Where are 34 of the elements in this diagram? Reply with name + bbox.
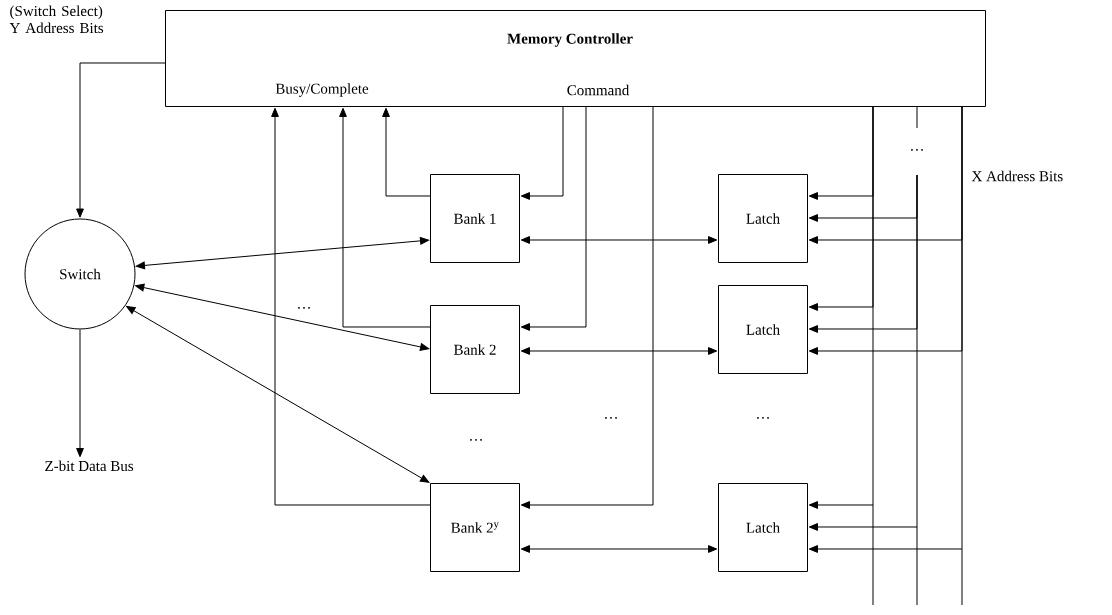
latch-box: Latch	[718, 174, 808, 263]
bank-box: Bank 2	[430, 305, 520, 394]
signal-label: X Address Bits	[971, 170, 1063, 182]
bus-label: Z-bit Data Bus	[45, 460, 134, 472]
ellipsis: …	[911, 149, 923, 151]
arrow	[808, 106, 874, 509]
latch-box: Latch	[718, 483, 808, 572]
ellipsis: …	[470, 439, 482, 441]
arrow	[135, 236, 430, 270]
arrow	[520, 106, 564, 200]
ellipsis: …	[298, 307, 310, 309]
box-title: Memory Controller	[507, 33, 633, 47]
bank-box: Bank 2$^{y}$	[430, 483, 520, 572]
arrow	[520, 545, 718, 553]
arrow	[76, 329, 84, 458]
arrow	[126, 306, 430, 483]
signal-label: Command	[567, 84, 630, 96]
arrow	[76, 62, 166, 218]
arrow	[520, 236, 718, 244]
arrow	[382, 107, 431, 197]
arrow	[520, 106, 587, 331]
latch-box: Latch	[718, 285, 808, 374]
arrow	[339, 107, 431, 328]
arrow	[271, 107, 431, 506]
arrow	[520, 106, 654, 509]
signal-label: Busy/Complete	[275, 83, 369, 97]
ellipsis: …	[605, 417, 617, 419]
signal-label: (Switch Select) Y Address Bits	[9, 5, 104, 34]
bank-box: Bank 1	[430, 174, 520, 263]
arrow	[808, 174, 918, 531]
arrow	[135, 283, 430, 351]
arrow	[520, 347, 718, 355]
ellipsis: …	[757, 417, 769, 419]
arrow	[808, 106, 963, 553]
